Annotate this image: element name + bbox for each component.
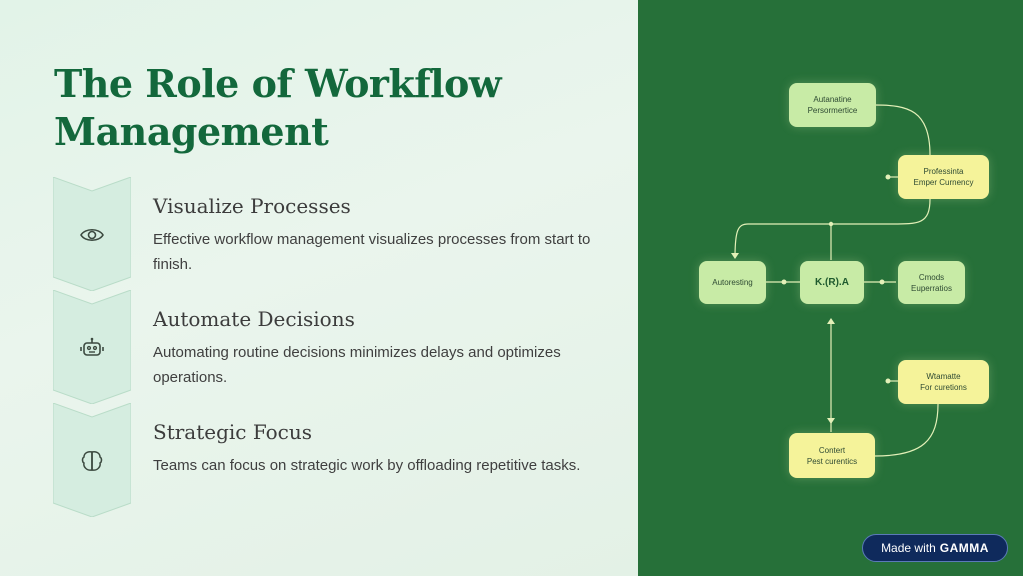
node-top: Autanatine Persormertice xyxy=(789,83,876,127)
node-label: Autoresting xyxy=(712,278,753,287)
chevron-shape xyxy=(53,177,131,291)
node-label: Pest curentics xyxy=(806,456,858,466)
feature-item-automate: Automate Decisions Automating routine de… xyxy=(53,290,613,406)
node-center: K.(R).A xyxy=(800,261,864,304)
item-title: Automate Decisions xyxy=(153,307,355,331)
diagram-connectors xyxy=(731,104,939,457)
node-label: Emper Curnency xyxy=(913,178,974,187)
node-label: Wtamatte xyxy=(926,372,961,381)
feature-item-visualize: Visualize Processes Effective workflow m… xyxy=(53,177,613,293)
item-title: Visualize Processes xyxy=(153,194,351,218)
gamma-logo: GAMMA xyxy=(939,541,989,555)
node-bottom: Contert Pest curentics xyxy=(789,433,875,478)
item-description: Automating routine decisions minimizes d… xyxy=(153,344,561,386)
node-label: Professinta xyxy=(923,167,964,176)
brain-icon xyxy=(79,448,105,474)
chevron-shape xyxy=(53,290,131,404)
node-label: K.(R).A xyxy=(815,277,849,288)
feature-item-strategic: Strategic Focus Teams can focus on strat… xyxy=(53,403,613,519)
content-panel: The Role of Workflow Management Visualiz… xyxy=(0,0,638,576)
page-title: The Role of Workflow Management xyxy=(54,61,502,154)
node-label: Cmods xyxy=(918,272,945,282)
node-label: For curetions xyxy=(920,383,967,392)
badge-prefix: Made with xyxy=(881,541,936,555)
node-right-mid: Cmods Euperratios xyxy=(898,261,965,304)
node-label: Persormertice xyxy=(807,106,858,115)
eye-icon xyxy=(79,222,105,248)
node-label: Contert xyxy=(818,445,846,455)
node-right-lower: Wtamatte For curetions xyxy=(898,360,989,404)
node-left-mid: Autoresting xyxy=(699,261,766,304)
node-right-upper: Professinta Emper Curnency xyxy=(898,155,989,199)
robot-icon xyxy=(79,335,105,361)
node-label: Euperratios xyxy=(911,283,952,293)
node-label: Autanatine xyxy=(813,95,852,104)
item-description: Teams can focus on strategic work by off… xyxy=(153,457,581,474)
made-with-gamma-badge[interactable]: Made with GAMMA xyxy=(862,534,1008,562)
workflow-diagram: Autanatine Persormertice Professinta Emp… xyxy=(638,0,1023,576)
item-description: Effective workflow management visualizes… xyxy=(153,231,591,273)
item-title: Strategic Focus xyxy=(153,420,313,444)
